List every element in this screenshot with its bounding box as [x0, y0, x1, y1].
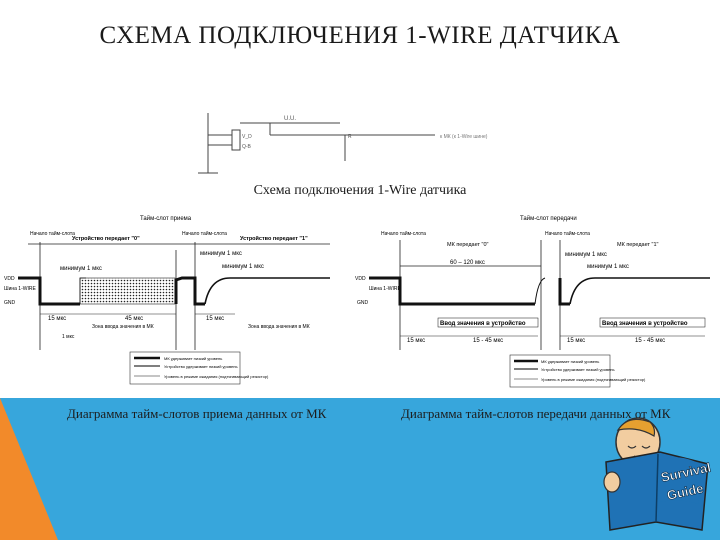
tx-mk1-label: МК передает "1" — [617, 242, 659, 248]
rx-zone1: Зона ввода значения в МК — [92, 324, 154, 330]
pin1-label: V_D — [242, 134, 252, 140]
rx-start-label2: Начало тайм-слота — [182, 230, 227, 237]
tx-slot-label: Тайм-слот передачи — [520, 215, 577, 222]
tx-min1-b: минимум 1 мкс — [587, 264, 629, 270]
caption-receive: Диаграмма тайм-слотов приема данных от М… — [67, 406, 327, 421]
page-title: СХЕМА ПОДКЛЮЧЕНИЯ 1-WIRE ДАТЧИКА — [99, 22, 621, 49]
rx-min1-a: минимум 1 мкс — [60, 266, 102, 272]
rx-t15b: 15 мкс — [206, 316, 224, 322]
rx-legend-2: Уровень в режиме ожидания (подтягивающий… — [164, 374, 269, 379]
rx-t1us: 1 мкс — [62, 334, 75, 340]
footer-band — [0, 398, 720, 540]
rx-legend-0: МК удерживает низкий уровень — [164, 356, 222, 361]
to-mk-label: к МК (к 1-Wire шине) — [440, 134, 488, 140]
tx-legend: МК удерживает низкий уровень Устройство … — [509, 354, 646, 388]
tx-legend-1: Устройство удерживает низкий уровень — [541, 367, 615, 372]
rx-t45: 45 мкс — [125, 316, 143, 322]
rx-gnd: GND — [4, 300, 16, 306]
tx-min1-a: минимум 1 мкс — [565, 252, 607, 258]
rx-dev0-label: Устройство передает "0" — [72, 235, 140, 242]
tx-legend-0: МК удерживает низкий уровень — [541, 359, 599, 364]
transmit-timing-diagram: Тайм-слот передачи Начало тайм-слота Нач… — [355, 215, 710, 388]
rx-t15a: 15 мкс — [48, 316, 66, 322]
receive-timing-diagram: Тайм-слот приема Начало тайм-слота Начал… — [4, 215, 330, 385]
rx-zone2: Зона ввода значения в МК — [248, 324, 310, 330]
wiring-caption: Схема подключения 1-Wire датчика — [253, 183, 467, 198]
accent-triangle — [0, 398, 58, 540]
tx-start-label2: Начало тайм-слота — [545, 230, 590, 237]
tx-gnd: GND — [357, 300, 369, 306]
rx-device-low-area — [79, 277, 176, 305]
tx-bus: Шина 1-WIRE — [369, 286, 401, 292]
rx-vdd: VDD — [4, 276, 15, 282]
rx-min1-c: минимум 1 мкс — [222, 264, 264, 270]
tx-t15b: 15 мкс — [567, 338, 585, 344]
tx-start-label: Начало тайм-слота — [381, 230, 426, 237]
tx-t1545b: 15 - 45 мкс — [635, 338, 665, 344]
vdd-label: U.U. — [284, 116, 296, 122]
tx-range: 60 – 120 мкс — [450, 260, 485, 266]
rx-min1-b: минимум 1 мкс — [200, 251, 242, 257]
pin2-label: Q-B — [242, 144, 252, 150]
rx-dev1-label: Устройство передает "1" — [240, 235, 308, 242]
rx-bus: Шина 1-WIRE — [4, 286, 36, 292]
tx-t15a: 15 мкс — [407, 338, 425, 344]
tx-mk0-label: МК передает "0" — [447, 242, 489, 248]
rx-slot-label: Тайм-слот приема — [140, 215, 192, 222]
logo-text: Survival Guide — [659, 459, 712, 503]
tx-legend-2: Уровень в режиме ожидания (подтягивающий… — [541, 377, 646, 382]
survival-guide-logo-icon: Survival Guide — [603, 417, 712, 531]
wiring-schematic: U.U. V_D Q-B R к МК (к 1-Wire шине) — [198, 113, 488, 174]
tx-t1545a: 15 - 45 мкс — [473, 338, 503, 344]
tx-input1: Ввод значения в устройство — [602, 320, 688, 327]
tx-vdd: VDD — [355, 276, 366, 282]
caption-transmit: Диаграмма тайм-слотов передачи данных от… — [401, 406, 671, 421]
rx-legend-1: Устройство удерживает низкий уровень — [164, 364, 238, 369]
res-label: R — [348, 134, 352, 140]
rx-start-label: Начало тайм-слота — [30, 230, 75, 237]
rx-legend: МК удерживает низкий уровень Устройство … — [129, 351, 269, 385]
tx-input0: Ввод значения в устройство — [440, 320, 526, 327]
